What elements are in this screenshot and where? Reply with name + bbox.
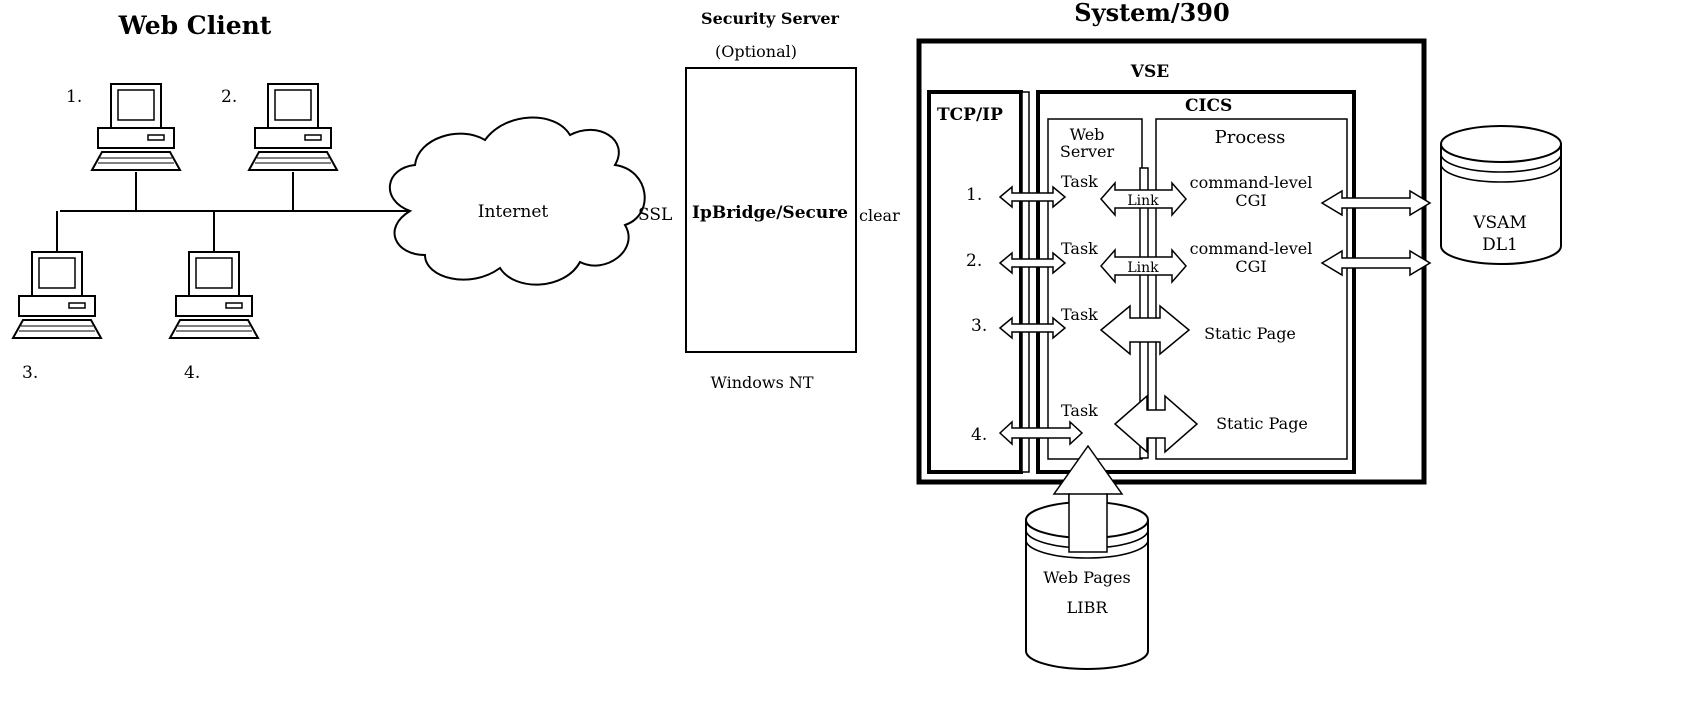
system390-title: System/390	[1074, 0, 1229, 27]
client-computer-icon	[169, 251, 259, 339]
tcpip-label: TCP/IP	[937, 105, 1003, 125]
ipbridge-label: IpBridge/Secure	[692, 203, 848, 223]
webpages-label: Web Pages	[1043, 568, 1130, 587]
client-network	[56, 172, 420, 252]
tcp-arrow	[998, 251, 1067, 275]
client-computer-icon	[12, 251, 102, 339]
row-number: 3.	[971, 316, 987, 336]
process-target: Static Page	[1204, 324, 1296, 343]
row-number: 2.	[966, 251, 982, 271]
process-target: CGI	[1235, 257, 1266, 276]
task-label: Task	[1061, 239, 1098, 258]
libr-label: LIBR	[1067, 598, 1109, 617]
internet-cloud	[389, 116, 646, 286]
client-label: 1.	[66, 87, 82, 107]
process-target: CGI	[1235, 191, 1266, 210]
tcpip-box	[927, 90, 1023, 474]
link-arrow	[1100, 248, 1187, 284]
task-label: Task	[1061, 401, 1098, 420]
client-computer-icon	[91, 83, 181, 171]
client-label: 3.	[22, 363, 38, 383]
vse-label: VSE	[1130, 62, 1169, 82]
link-label: Link	[1127, 260, 1159, 276]
link-arrow	[1100, 181, 1187, 217]
web-server-box	[1047, 118, 1143, 460]
cics-label: CICS	[1185, 96, 1232, 116]
row-number: 1.	[966, 185, 982, 205]
static-arrow	[1113, 394, 1199, 454]
link-channel	[1139, 167, 1149, 459]
link-label: Link	[1127, 193, 1159, 209]
process-target: command-level	[1190, 239, 1313, 258]
webpages-arrow-shaft	[1068, 493, 1108, 553]
db-arrow	[1320, 249, 1432, 277]
task-label: Task	[1061, 305, 1098, 324]
vsam-database-icon	[1440, 125, 1562, 265]
tcp-arrow	[998, 316, 1067, 340]
internet-label: Internet	[478, 202, 549, 222]
web-server-label: Server	[1060, 142, 1115, 161]
optional-label: (Optional)	[715, 42, 797, 61]
web-server-label: Web	[1070, 125, 1105, 144]
web-client-title: Web Client	[118, 11, 272, 40]
process-label: Process	[1215, 127, 1286, 148]
tcp-arrow	[998, 185, 1067, 209]
client-label: 2.	[221, 87, 237, 107]
ssl-label: SSL	[638, 205, 672, 225]
process-target: command-level	[1190, 173, 1313, 192]
vsam-label: VSAM	[1472, 213, 1527, 233]
process-target: Static Page	[1216, 414, 1308, 433]
security-server-title: Security Server	[701, 9, 840, 28]
security-server-box	[685, 67, 857, 353]
platform-label: Windows NT	[710, 373, 813, 392]
tcp-arrow	[998, 420, 1084, 446]
client-computer-icon	[248, 83, 338, 171]
task-label: Task	[1061, 172, 1098, 191]
process-box	[1155, 118, 1348, 460]
dl1-label: DL1	[1482, 235, 1518, 255]
db-arrow	[1320, 189, 1432, 217]
clear-label: clear	[859, 206, 900, 225]
tcpip-channel	[1021, 91, 1030, 473]
client-label: 4.	[184, 363, 200, 383]
static-arrow	[1099, 304, 1191, 356]
row-number: 4.	[971, 425, 987, 445]
